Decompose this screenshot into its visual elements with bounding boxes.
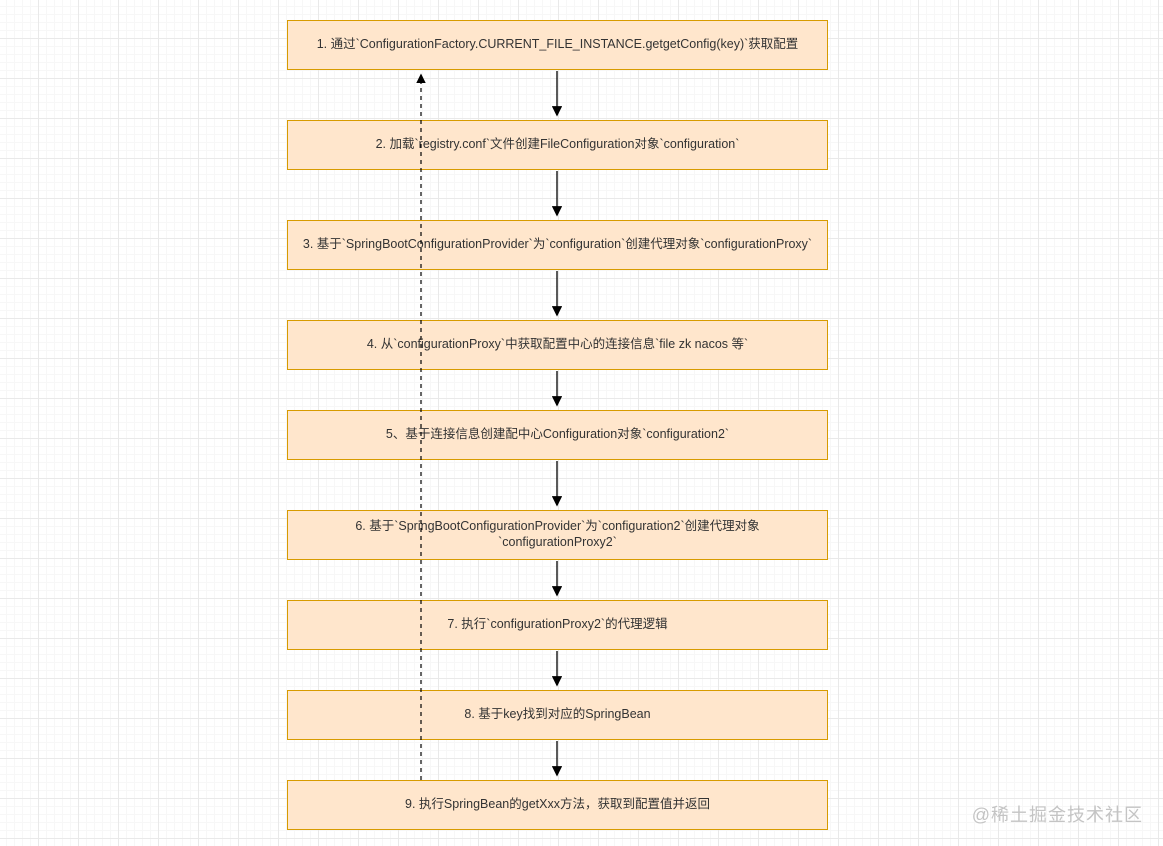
flow-step-5: 5、基于连接信息创建配中心Configuration对象`configurati…	[287, 410, 828, 460]
flow-step-6-label: 6. 基于`SpringBootConfigurationProvider`为`…	[355, 519, 760, 549]
flow-step-1-label: 1. 通过`ConfigurationFactory.CURRENT_FILE_…	[316, 37, 799, 52]
flow-step-8-label: 8. 基于key找到对应的SpringBean	[464, 707, 651, 722]
watermark: @稀土掘金技术社区	[971, 805, 1143, 825]
flow-step-8: 8. 基于key找到对应的SpringBean	[287, 690, 828, 740]
flow-step-9-label: 9. 执行SpringBean的getXxx方法，获取到配置值并返回	[405, 797, 710, 812]
flow-step-7: 7. 执行`configurationProxy2`的代理逻辑	[287, 600, 828, 650]
flow-step-4-label: 4. 从`configurationProxy`中获取配置中心的连接信息`fil…	[366, 337, 749, 352]
flow-step-9: 9. 执行SpringBean的getXxx方法，获取到配置值并返回	[287, 780, 828, 830]
flow-step-4: 4. 从`configurationProxy`中获取配置中心的连接信息`fil…	[287, 320, 828, 370]
flow-step-6: 6. 基于`SpringBootConfigurationProvider`为`…	[287, 510, 828, 560]
flow-step-2: 2. 加载`registry.conf`文件创建FileConfiguratio…	[287, 120, 828, 170]
flow-step-2-label: 2. 加载`registry.conf`文件创建FileConfiguratio…	[375, 137, 740, 152]
flow-step-5-label: 5、基于连接信息创建配中心Configuration对象`configurati…	[385, 427, 730, 442]
flow-step-7-label: 7. 执行`configurationProxy2`的代理逻辑	[447, 617, 668, 632]
flow-step-3: 3. 基于`SpringBootConfigurationProvider`为`…	[287, 220, 828, 270]
flow-step-3-label: 3. 基于`SpringBootConfigurationProvider`为`…	[302, 237, 813, 252]
flow-step-1: 1. 通过`ConfigurationFactory.CURRENT_FILE_…	[287, 20, 828, 70]
